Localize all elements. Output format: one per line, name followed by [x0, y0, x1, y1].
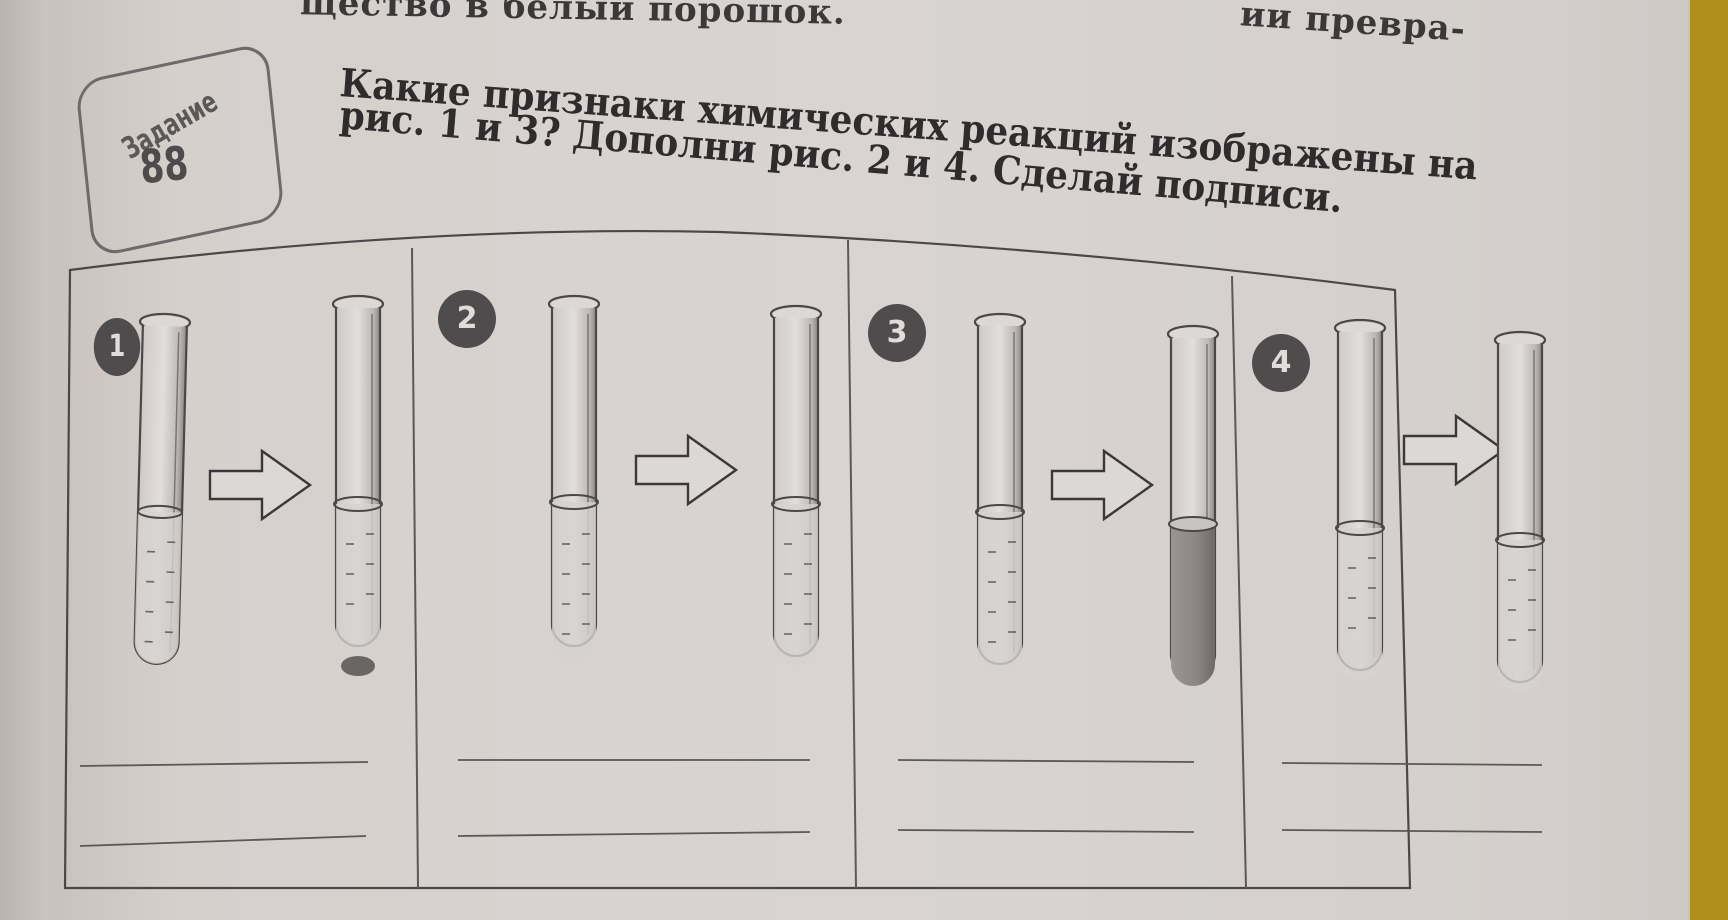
test-tube-1-before: [129, 312, 192, 666]
test-tube-3-before: [973, 312, 1027, 674]
arrow-icon: [1402, 414, 1506, 486]
test-tube-1-after: [331, 294, 385, 676]
arrow-icon: [1050, 449, 1154, 521]
panel-3-number-badge: 3: [868, 304, 926, 362]
test-tube-2-after: [769, 304, 823, 666]
arrow-icon: [634, 434, 738, 506]
panel-4-number-badge: 4: [1252, 334, 1310, 392]
test-tube-3-after: [1166, 324, 1220, 686]
precipitate: [341, 656, 375, 676]
test-tube-4-before: [1333, 318, 1387, 680]
answer-lines[interactable]: [79, 759, 1543, 847]
panel-2-number-badge: 2: [438, 290, 496, 348]
panel-2: [547, 294, 823, 666]
panel-1-number-badge: 1: [93, 318, 141, 376]
test-tube-4-after: [1493, 330, 1547, 692]
panel-4: [1333, 318, 1547, 692]
panel-3: [973, 312, 1220, 686]
panel-1: [129, 294, 385, 676]
test-tube-2-before: [547, 294, 601, 666]
page-left-edge: [0, 0, 48, 920]
book-cover-edge: [1690, 0, 1728, 920]
arrow-icon: [208, 449, 312, 521]
